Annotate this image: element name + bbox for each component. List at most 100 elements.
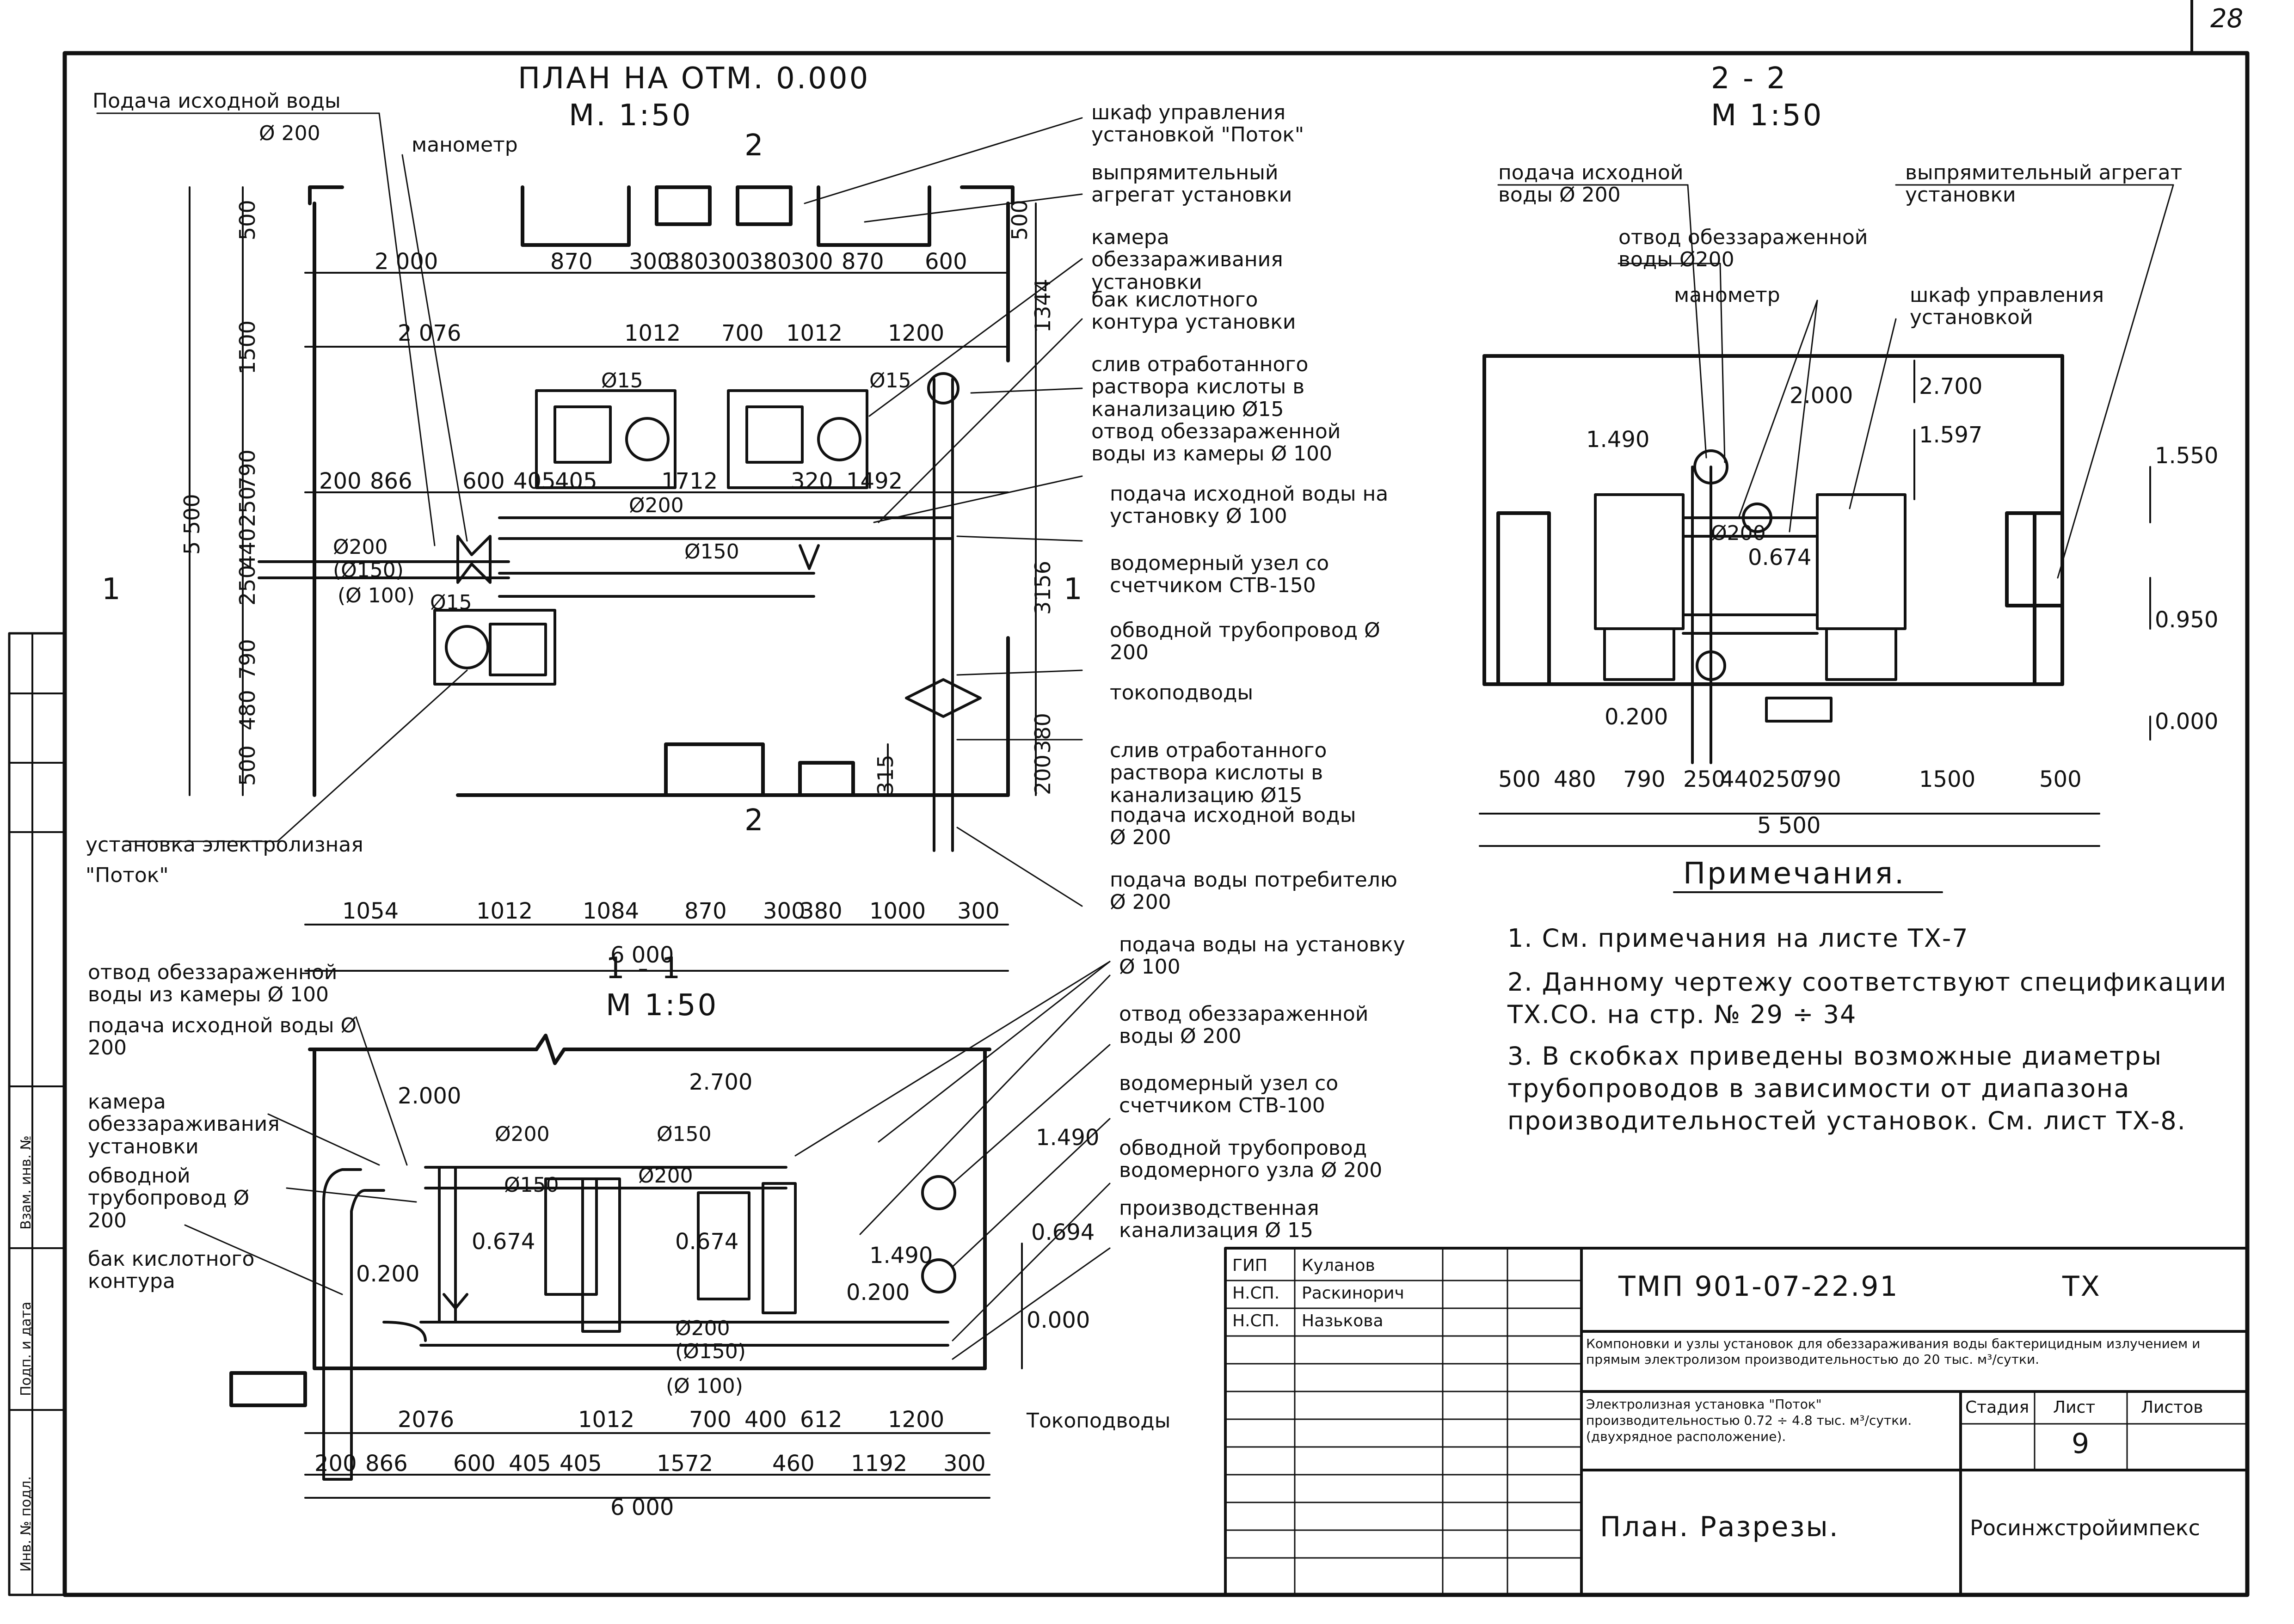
plan-dim-top1-1: 870: [550, 249, 593, 275]
plan-section-mark: 2: [744, 129, 765, 163]
section1-label-sewer: производственная канализация Ø 15: [1119, 1196, 1319, 1243]
section2-label-outlet: отвод обеззараженной воды Ø200: [1618, 226, 1868, 272]
plan-dim-right-3: 380: [1030, 713, 1055, 754]
plan-dim-left-total: 5 500: [179, 494, 204, 555]
title-block-frame: [1224, 1247, 2249, 1596]
notes-title: Примечания.: [1683, 857, 1906, 891]
section1-label-bypass: обводной трубопровод Ø 200: [88, 1164, 250, 1232]
section2-leaders: [1497, 184, 2174, 579]
plan-leaders: [96, 112, 1083, 907]
plan-label-drain-acid: слив отработанного раствора кислоты в ка…: [1091, 353, 1309, 421]
plan-dim-mid-1: 866: [370, 468, 412, 494]
plan-dim-bottom-5: 380: [800, 898, 843, 924]
plan-title: ПЛАН НА ОТМ. 0.000: [518, 61, 870, 96]
plan-label-meter: водомерный узел со счетчиком СТВ-150: [1110, 552, 1329, 598]
section2-level-1: 2.700: [1919, 374, 1983, 399]
section1-level-5: 0.694: [1031, 1220, 1095, 1245]
plan-dim-bottom-1: 1012: [476, 898, 533, 924]
plan-dim-mid-6: 320: [791, 468, 833, 494]
section2-level-0: 2.000: [1790, 383, 1853, 409]
plan-label-d15b: Ø15: [869, 369, 911, 392]
plan-label-unit: установка электролизная "Поток": [86, 833, 363, 887]
tb-sheets-label: Листов: [2141, 1398, 2203, 1417]
margin-stamp-1: Инв. № подл.: [18, 1476, 34, 1572]
section2-dim-5: 250: [1762, 766, 1804, 792]
section2-level-8: 0.000: [2155, 709, 2219, 735]
plan-dim-bottom-0: 1054: [342, 898, 399, 924]
plan-label-outlet-chamber: отвод обеззараженной воды из камеры Ø 10…: [1091, 420, 1341, 466]
plan-label-p15: Ø15: [430, 591, 472, 614]
section1-label-outlet2: отвод обеззараженной воды Ø 200: [1119, 1002, 1369, 1048]
section2-label-p200: Ø200: [1711, 521, 1766, 545]
plan-label-drain-acid-2: слив отработанного раствора кислоты в ка…: [1110, 739, 1327, 807]
plan-label-d15a: Ø15: [601, 369, 643, 392]
section1-dim2-0: 200: [314, 1451, 357, 1477]
tb-role-2: Н.СП.: [1232, 1284, 1280, 1303]
plan-dim-mid-0: 200: [319, 468, 362, 494]
tb-name-1: Куланов: [1302, 1256, 1375, 1275]
plan-label-acid-tank: бак кислотного контура установки: [1091, 288, 1296, 334]
sheet-number: 28: [2210, 4, 2244, 34]
section2-dim-4: 440: [1720, 766, 1763, 792]
plan-walls: [308, 185, 1015, 797]
plan-dim-mid-7: 1492: [846, 468, 903, 494]
plan-label-cabinet: шкаф управления установкой "Поток": [1091, 101, 1304, 147]
section1-leaders: [184, 961, 1111, 1360]
plan-dim-mid-5: 1712: [661, 468, 718, 494]
plan-dim-total: 6 000: [610, 942, 674, 968]
section1-dim1-3: 400: [744, 1407, 787, 1433]
plan-dim-right-2: 3156: [1030, 560, 1055, 615]
plan-dim-right-4: 200: [1030, 754, 1055, 795]
plan-dim-top1-3: 380: [666, 249, 708, 275]
tb-name-2: Раскинорич: [1302, 1284, 1404, 1303]
plan-dim-top1-5: 380: [749, 249, 792, 275]
section2-equipment: [1594, 449, 1907, 764]
plan-label-supply-install: подача исходной воды на установку Ø 100: [1110, 482, 1389, 528]
plan-label-d150: (Ø150): [333, 558, 404, 582]
section2-dim-3: 250: [1683, 766, 1726, 792]
section2-title: 2 - 2: [1711, 61, 1788, 96]
section1-label-power: Токоподводы: [1027, 1409, 1171, 1433]
section2-dim-1: 480: [1554, 766, 1596, 792]
plan-label-bypass: обводной трубопровод Ø 200: [1110, 619, 1380, 665]
section2-dim-2: 790: [1623, 766, 1666, 792]
section1-label-p200a: Ø200: [495, 1122, 550, 1146]
plan-pipes: [258, 372, 982, 852]
section1-level-0: 2.000: [398, 1083, 461, 1109]
plan-dim-left-2: 790: [235, 449, 260, 490]
plan-dim-mid-2: 600: [462, 468, 505, 494]
plan-dim-left-7: 480: [235, 690, 260, 730]
section1-total: 6 000: [610, 1495, 674, 1520]
section1-pipes: [322, 1166, 956, 1481]
plan-label-supply-raw: Подача исходной воды: [92, 89, 341, 113]
section2-level-2: 1.490: [1586, 427, 1650, 453]
notes-item-2: 2. Данному чертежу соответствуют специфи…: [1507, 968, 2227, 1030]
section2-level-7: 0.200: [1605, 704, 1668, 730]
section2-total: 5 500: [1757, 813, 1821, 839]
plan-label-d150b: Ø150: [684, 540, 739, 564]
plan-dim-top2-2: 700: [721, 320, 764, 346]
plan-dim-mid-3: 405: [513, 468, 556, 494]
plan-dim-left-0: 500: [235, 200, 260, 240]
section2-label-rectifier: выпрямительный агрегат установки: [1905, 161, 2183, 207]
tb-project: Компоновки и узлы установок для обеззара…: [1586, 1336, 2201, 1367]
plan-dim-top1-4: 300: [707, 249, 750, 275]
plan-section-mark-bottom: 2: [744, 803, 765, 838]
section1-dim1-4: 612: [800, 1407, 843, 1433]
section1-label-meter: водомерный узел со счетчиком СТВ-100: [1119, 1072, 1339, 1118]
section1-label-acid-tank: бак кислотного контура: [88, 1247, 255, 1293]
plan-dim-top2-3: 1012: [786, 320, 843, 346]
section1-title: 1 - 1: [606, 951, 683, 986]
plan-label-power: токоподводы: [1110, 681, 1254, 705]
tb-discipline: ТХ: [2062, 1270, 2101, 1303]
plan-dim-top1-6: 300: [791, 249, 833, 275]
section1-dim-lines: [304, 1243, 1023, 1499]
tb-organization: Росинжстройимпекс: [1970, 1515, 2200, 1540]
section1-level-2: 1.490: [1036, 1125, 1100, 1151]
section1-label-p200c: Ø200: [675, 1317, 730, 1340]
tb-sheet-label: Лист: [2053, 1398, 2096, 1417]
section1-dim1-1: 1012: [578, 1407, 635, 1433]
section1-dim2-2: 600: [453, 1451, 496, 1477]
plan-chambers: [433, 389, 868, 686]
plan-dim-bottom-7: 300: [957, 898, 1000, 924]
